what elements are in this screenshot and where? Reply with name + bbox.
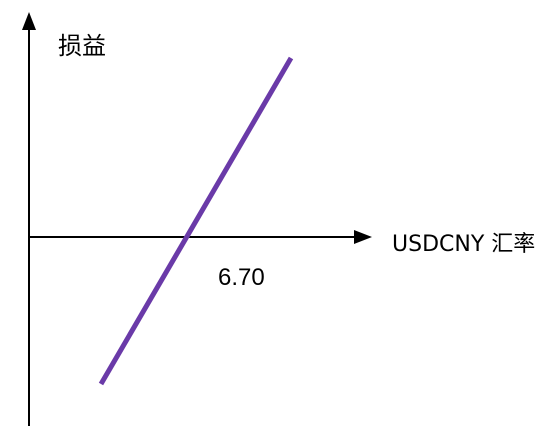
y-axis-arrowhead	[22, 12, 36, 30]
x-axis-arrowhead	[354, 230, 372, 244]
x-axis-label: USDCNY 汇率	[392, 232, 536, 257]
strike-rate-label: 6.70	[218, 264, 265, 291]
payoff-line	[98, 56, 294, 386]
y-axis-label: 损益	[58, 32, 106, 60]
